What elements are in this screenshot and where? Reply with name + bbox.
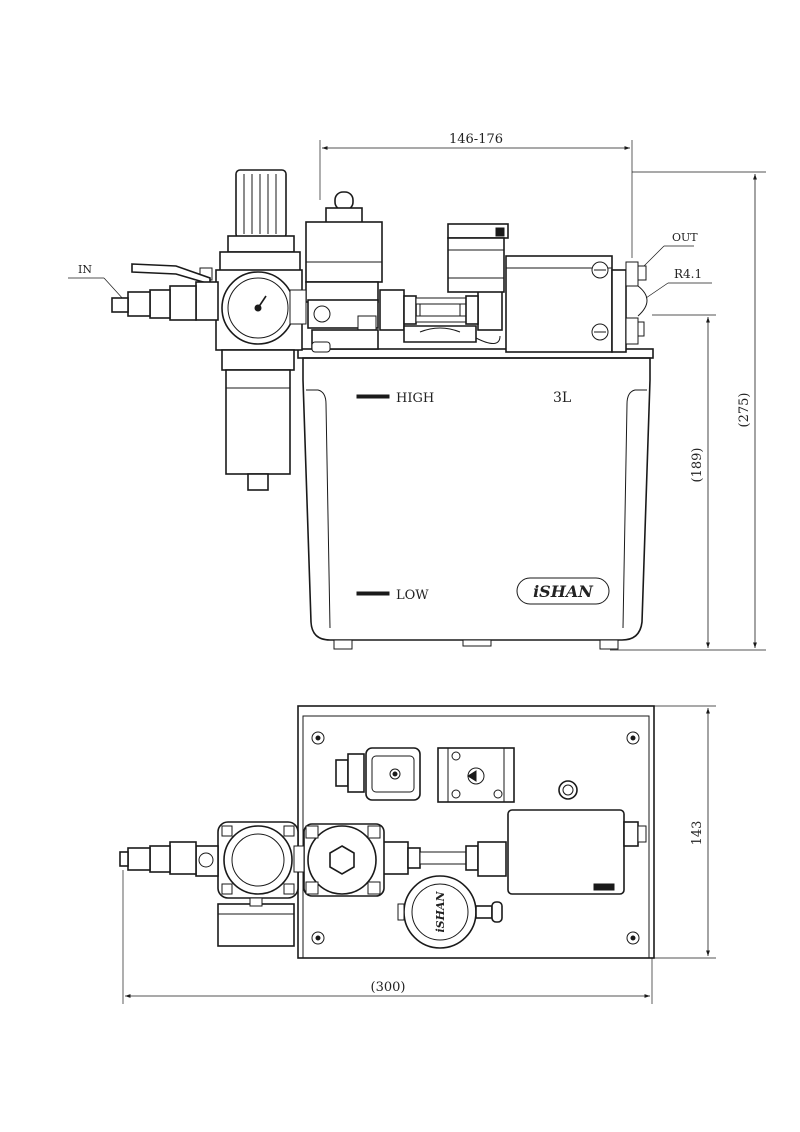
pipe-fittings-top (381, 841, 507, 877)
oil-filler-cap-top: iSHAN (397, 875, 503, 949)
filter-regulator-front (199, 169, 307, 491)
filter-regulator-top (217, 821, 305, 947)
inlet-callout: IN (68, 263, 125, 301)
ball-valve-front (111, 263, 219, 321)
dimension-overall-width: (300) (122, 870, 653, 1004)
pressure-switch-top (437, 747, 515, 803)
radius-callout: R4.1 (645, 267, 712, 299)
outlet-label: OUT (672, 231, 698, 244)
solenoid-valve-top (335, 747, 421, 801)
top-view: 143 (300) (119, 705, 716, 1004)
outlet-callout: OUT (639, 231, 698, 271)
dimension-tank-height-label: (189) (690, 448, 705, 483)
brand-logo: iSHAN (533, 582, 594, 601)
pipe-fittings (379, 289, 503, 344)
dimension-total-height: (275) (610, 171, 766, 651)
radius-label: R4.1 (674, 267, 702, 281)
pump-motor-top (507, 809, 647, 895)
dimension-total-height-label: (275) (737, 393, 752, 428)
oil-tank: HIGH LOW 3L iSHAN (302, 357, 651, 650)
ball-valve-top (119, 841, 219, 877)
valve-body-top (303, 823, 385, 897)
dimension-base-depth-label: 143 (690, 821, 705, 846)
front-view: 146-176 (275) (189) OUT R4.1 (68, 132, 766, 651)
filler-cap-logo: iSHAN (434, 891, 447, 933)
level-low-label: LOW (396, 588, 429, 603)
dimension-top-width-label: 146-176 (449, 132, 503, 147)
dimension-tank-height: (189) (652, 314, 716, 648)
capacity-label: 3L (553, 390, 571, 406)
dimension-top-width: 146-176 (319, 132, 633, 258)
inlet-label: IN (78, 263, 92, 276)
level-high-label: HIGH (396, 391, 434, 406)
breather-cap-top (558, 780, 578, 800)
dimension-base-depth: 143 (640, 705, 716, 959)
dimension-overall-width-label: (300) (371, 980, 406, 995)
pump-motor-front (505, 255, 648, 353)
top-plate (297, 348, 654, 359)
pressure-switch-front (447, 223, 509, 293)
solenoid-valve-front (305, 191, 383, 353)
